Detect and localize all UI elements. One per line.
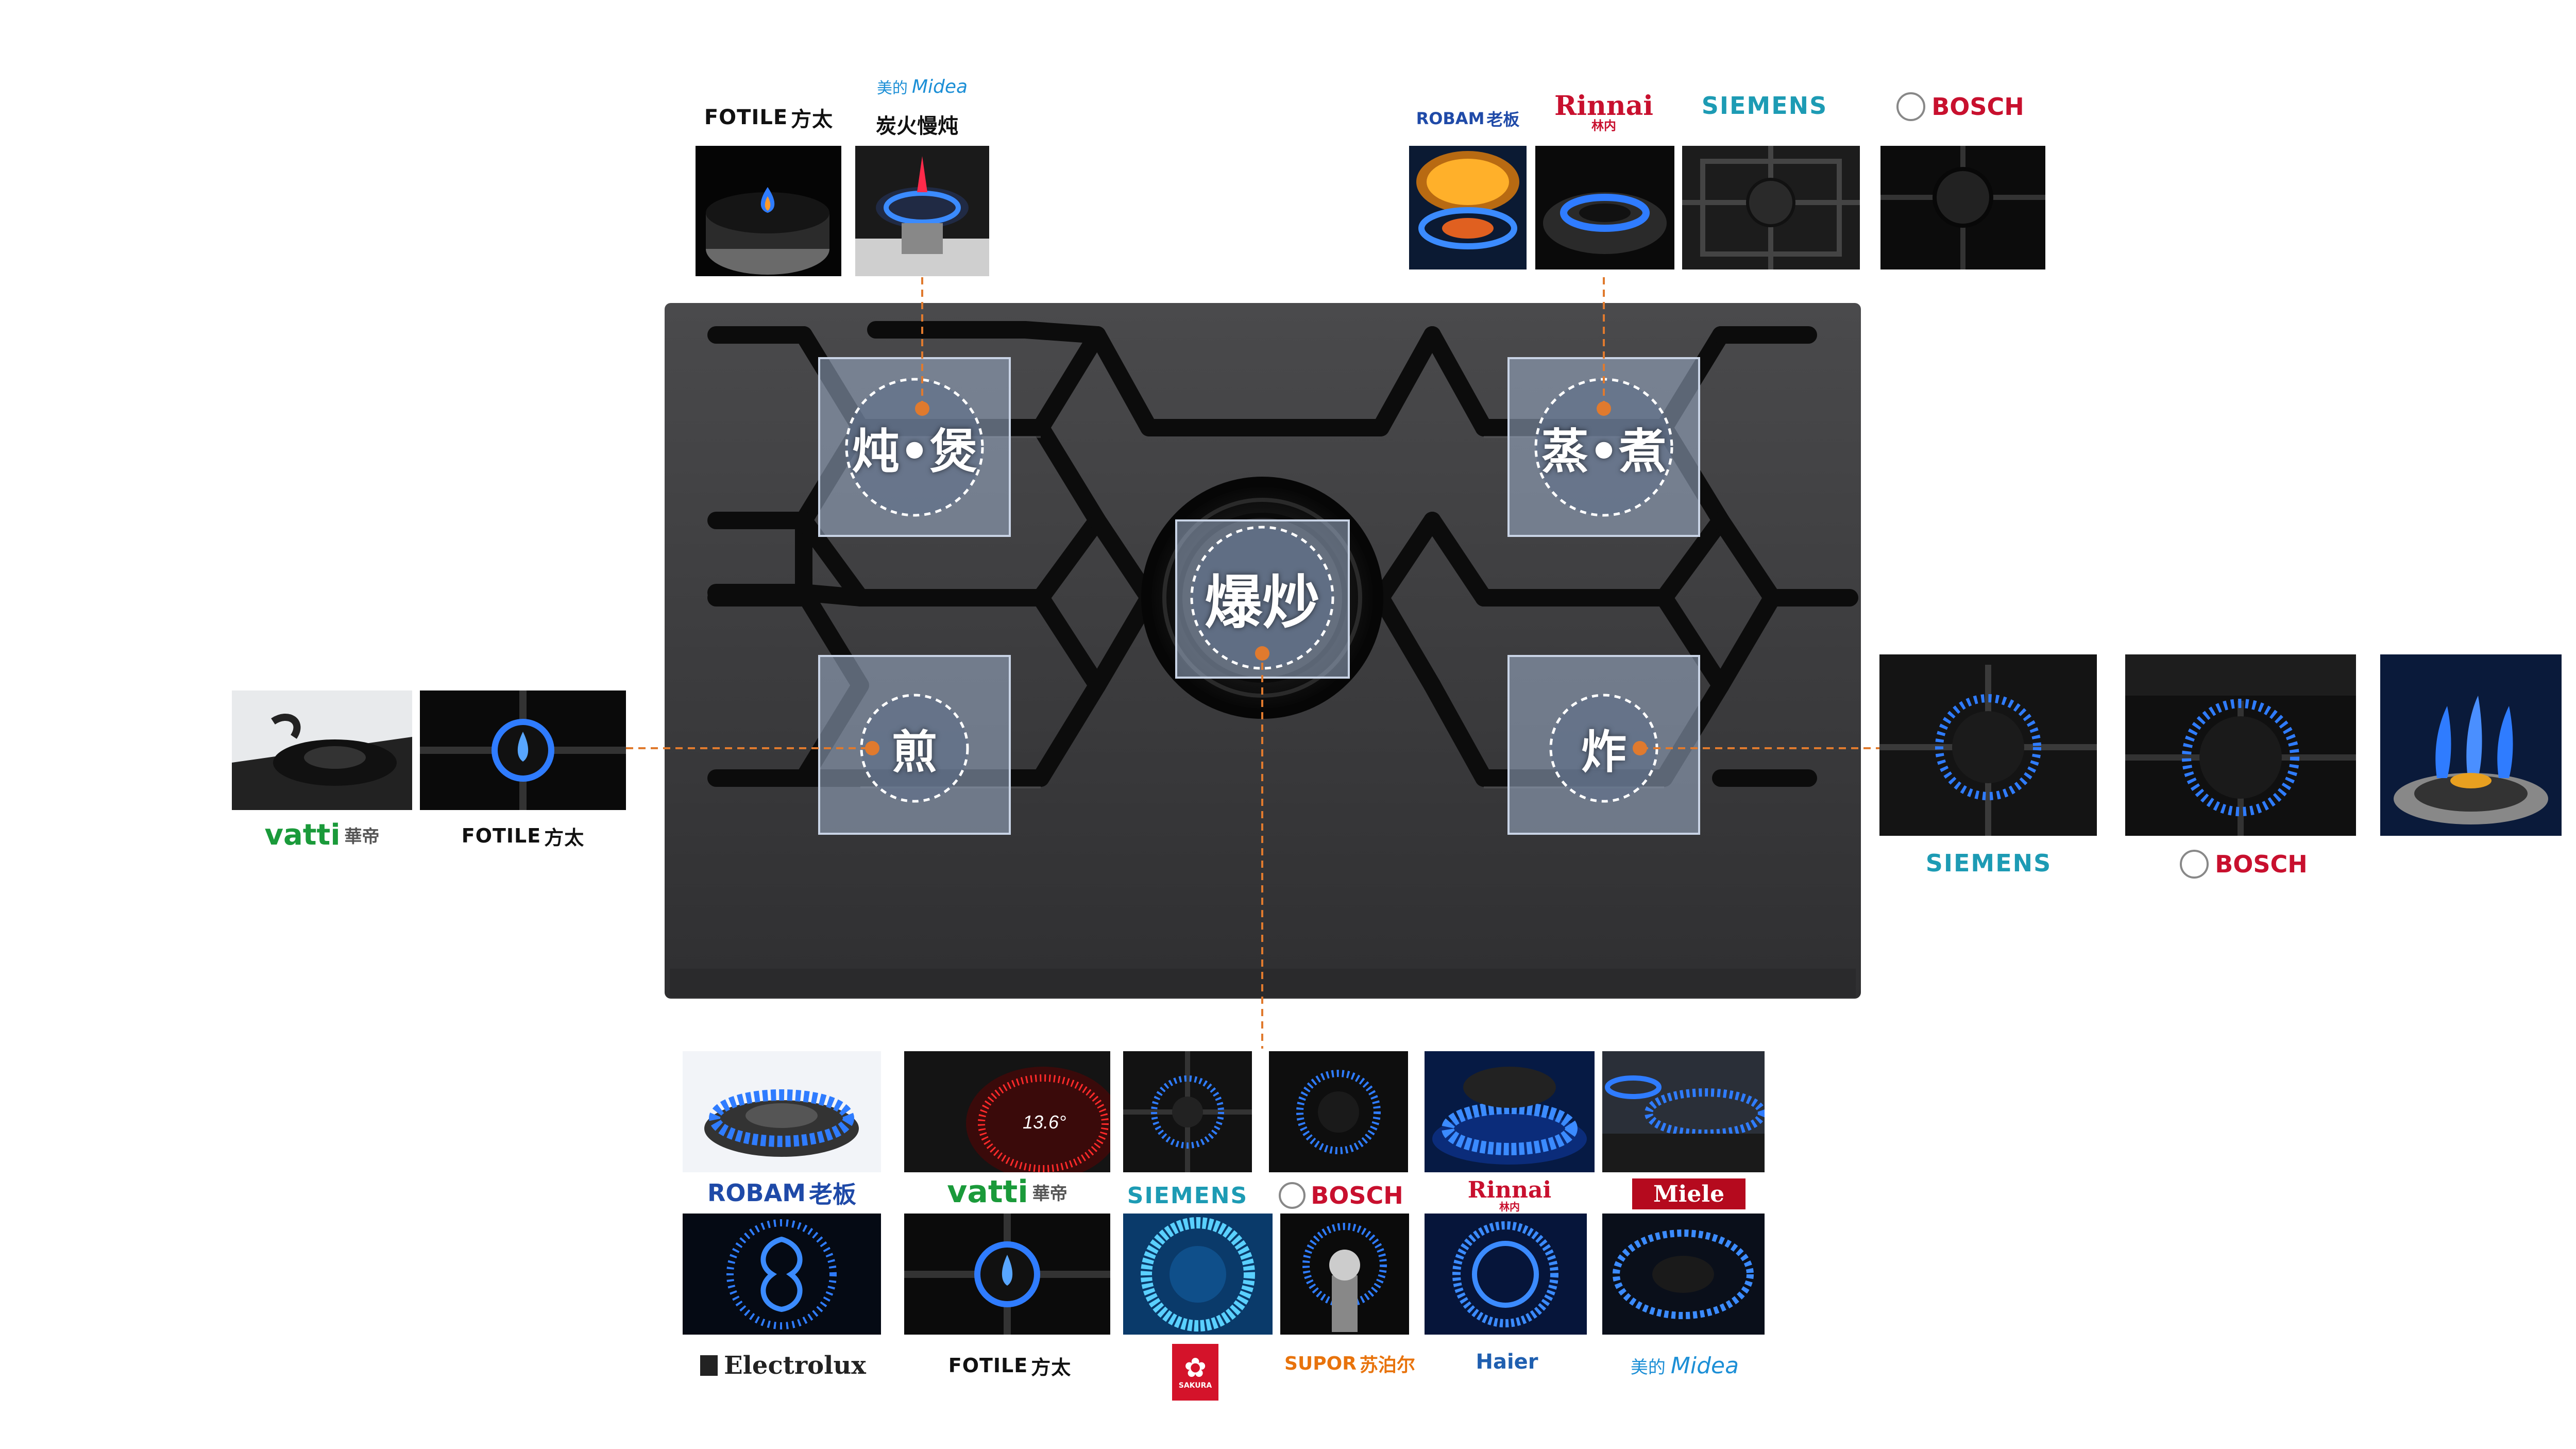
thumb-midea-charcoal-burner [855,146,989,276]
thumb-sakura-stirfry-burner [1123,1214,1273,1335]
brand-bosch-logo-bottom: BOSCH [1269,1180,1413,1211]
thumb-siemens-deep-fry-burner [1879,654,2097,836]
thumb-fotile-stirfry-burner [904,1214,1110,1335]
brand-electrolux-logo: Electrolux [685,1350,881,1381]
thumb-midea-stirfry-burner [1602,1214,1765,1335]
brand-sakura-logo: ✿ SAKURA [1172,1344,1218,1401]
thumb-fotile-stew-burner [696,146,841,276]
brand-bosch-logo-right: BOSCH [2159,846,2329,882]
zone-label-pan-fry: 煎 [891,725,937,779]
thumb-rinnai-stirfry-burner [1425,1051,1595,1172]
brand-miele-logo: Miele [1632,1178,1745,1209]
zone-label-stirfry: 爆炒 [1205,569,1320,636]
thumb-siemens-stirfry-burner [1123,1051,1252,1172]
vatti-temp-readout: 13.6° [1023,1111,1066,1133]
thumb-robam-steam-burner [1409,146,1527,269]
zone-label-steam: 蒸•煮 [1541,424,1667,479]
brand-siemens-logo-right: SIEMENS [1925,849,2052,877]
sakura-flower-icon: ✿ [1184,1353,1207,1384]
thumb-siemens-steam-burner [1682,146,1860,269]
thumb-miele-stirfry-burner [1602,1051,1765,1172]
brand-siemens-logo-top: SIEMENS [1701,92,1828,120]
thumb-bosch-steam-burner [1880,146,2045,269]
thumb-vatti-stirfry-burner: 13.6° [904,1051,1110,1172]
thumb-fotile-pan-fry-burner [420,690,626,810]
thumb-supor-stirfry-burner [1280,1214,1409,1335]
bosch-icon [1279,1182,1306,1209]
thumb-robam-stirfry-burner [683,1051,881,1172]
thumb-rinnai-steam-burner [1535,146,1674,269]
thumb-vatti-pan-fry-burner [232,690,412,810]
bosch-icon [2180,850,2209,879]
thumb-electrolux-stirfry-burner [683,1214,881,1335]
bosch-icon [1896,92,1926,121]
thumb-deep-fry-triple-flame [2380,654,2562,836]
zone-label-deep-fry: 炸 [1581,725,1626,779]
zone-label-stew: 炖•煲 [852,424,977,479]
thumb-haier-stirfry-burner [1425,1214,1587,1335]
brand-bosch-logo-top: BOSCH [1875,89,2045,125]
brand-haier-logo: Haier [1476,1350,1538,1374]
thumb-bosch-deep-fry-burner [2125,654,2356,836]
electrolux-icon [700,1355,718,1376]
thumb-bosch-stirfry-burner [1269,1051,1408,1172]
feature-charcoal-slow-stew: 炭火慢炖 [876,114,958,138]
brand-siemens-logo-bottom: SIEMENS [1127,1182,1248,1209]
